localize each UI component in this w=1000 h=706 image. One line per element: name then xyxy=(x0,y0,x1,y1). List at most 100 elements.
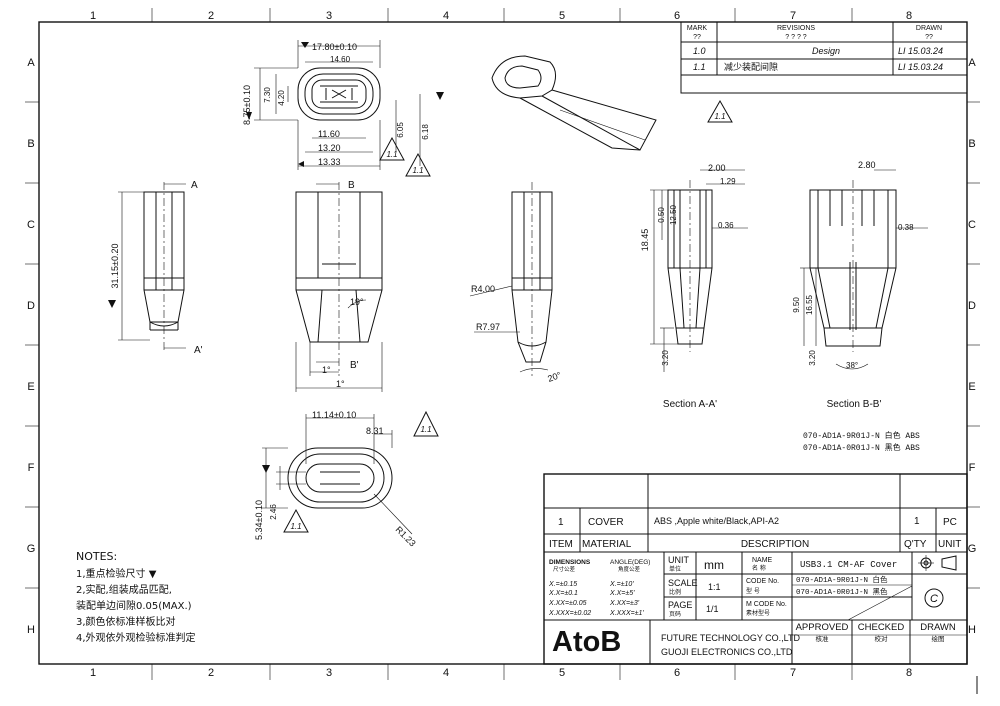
dim-top-w2: 11.60 xyxy=(318,129,340,139)
tol-x: X.=±0.15 xyxy=(548,581,577,588)
row-label-g-r: G xyxy=(968,543,977,555)
angle-label: ANGLE(DEG) xyxy=(610,559,650,566)
col-label-7b: 7 xyxy=(790,667,796,679)
sa-050: 0.50 xyxy=(657,207,666,223)
revision-flag-text: 1.1 xyxy=(714,112,725,121)
dim-bottom-width: 11.14±0.10 xyxy=(312,410,356,420)
dim-bottom-831: 8.31 xyxy=(366,426,384,436)
note-3: 3,颜色依标准样板比对 xyxy=(76,615,176,628)
item-number: 1 xyxy=(558,517,564,528)
atol-xx: X.X=±5' xyxy=(609,590,635,597)
rev-head-mark-sub: ?? xyxy=(693,34,701,41)
code-label: CODE No. xyxy=(746,578,779,585)
rev-head-revisions: REVISIONS xyxy=(777,25,815,32)
col-label-6: 6 xyxy=(674,10,680,22)
approved-label-cn: 核准 xyxy=(816,634,830,643)
front-view: B B' 19° 1° 1° xyxy=(295,180,383,392)
row-label-f-r: F xyxy=(969,462,976,474)
dim-top-h3: 4.20 xyxy=(277,90,286,106)
atol-xxx: X.XX=±3' xyxy=(609,600,640,607)
sb-width: 2.80 xyxy=(858,160,876,170)
section-a: 2.00 1.29 0.36 18.45 0.50 12.50 3.20 Sec… xyxy=(640,163,748,410)
name-label-cn: 名 称 xyxy=(752,564,766,572)
drawn-label-cn: 绘图 xyxy=(932,634,945,643)
unit-value: mm xyxy=(704,558,724,572)
col-label-3: 3 xyxy=(326,10,332,22)
row-label-d: D xyxy=(27,300,35,312)
company-logo: AtoB xyxy=(552,626,621,658)
tol-xxx: X.XX=±0.05 xyxy=(548,600,587,607)
side-view: A A' 31.15±0.20 xyxy=(108,180,203,356)
row-label-b-r: B xyxy=(968,138,975,150)
col-label-7: 7 xyxy=(790,10,796,22)
item-material: ABS ,Apple white/Black,API-A2 xyxy=(654,516,779,526)
row-label-h-r: H xyxy=(968,624,976,636)
section-b-title: Section B-B' xyxy=(827,399,882,410)
sb-1655: 16.55 xyxy=(805,294,814,315)
header-item: ITEM xyxy=(549,539,573,550)
rev-head-mark: MARK xyxy=(687,25,708,32)
code-value-1: 070-AD1A-9R01J-N 白色 xyxy=(796,574,888,585)
sb-950: 9.50 xyxy=(792,297,801,313)
dim-length-total: 31.15±0.20 xyxy=(110,244,120,289)
mcode-label: M CODE No. xyxy=(746,601,787,608)
rev-row1-mark: 1.0 xyxy=(693,46,706,56)
dim-top-d2: 6.18 xyxy=(421,124,430,140)
page-label: PAGE xyxy=(668,600,692,610)
row-label-h: H xyxy=(27,624,35,636)
dimensions-label-cn: 尺寸公差 xyxy=(553,565,576,573)
sa-036: 0.36 xyxy=(718,221,734,230)
note-2b: 装配单边间隙0.05(MAX.) xyxy=(76,599,192,612)
flag-top-a: 1.1 xyxy=(386,150,397,159)
sa-width: 2.00 xyxy=(708,163,726,173)
dim-bottom-h2: 2.46 xyxy=(269,504,278,520)
note-4: 4,外观依外观检验标准判定 xyxy=(76,631,196,644)
col-label-4: 4 xyxy=(443,10,449,22)
dim-angle-1b: 1° xyxy=(336,379,345,389)
header-qty: Q'TY xyxy=(904,539,927,550)
code-value-2: 070-AD1A-0R01J-N 黑色 xyxy=(796,586,888,597)
col-label-1b: 1 xyxy=(90,667,96,679)
flag-bottom-b: 1.1 xyxy=(290,522,301,531)
rev-row1-text: Design xyxy=(812,46,840,56)
revisions-table: MARK ?? REVISIONS ? ? ? ? DRAWN ?? 1.0 D… xyxy=(680,21,968,123)
row-label-e-r: E xyxy=(968,381,975,393)
rev-head-revisions-sub: ? ? ? ? xyxy=(785,34,807,41)
mcode-label-cn: 素材型号 xyxy=(746,609,770,617)
scale-value: 1:1 xyxy=(708,582,721,592)
col-label-4b: 4 xyxy=(443,667,449,679)
sb-320: 3.20 xyxy=(808,350,817,366)
rev-row2-text: 减少装配间隙 xyxy=(724,61,778,73)
tol-xx: X.X=±0.1 xyxy=(548,590,578,597)
section-label-b2: B' xyxy=(350,360,359,371)
notes: NOTES: 1,重点检验尺寸 ▼ 2,实配,组装成品匹配, 装配单边间隙0.0… xyxy=(76,550,196,644)
dim-angle-1a: 1° xyxy=(322,365,331,375)
sb-038: 0.38 xyxy=(898,223,914,232)
dim-top-h2: 7.30 xyxy=(263,87,272,103)
row-label-f: F xyxy=(28,462,35,474)
title-block: 1 COVER ABS ,Apple white/Black,API-A2 1 … xyxy=(543,473,968,665)
col-label-8b: 8 xyxy=(906,667,912,679)
sa-1845: 18.45 xyxy=(640,229,650,252)
dim-r4: R4.00 xyxy=(471,284,495,294)
flag-bottom-a: 1.1 xyxy=(420,425,431,434)
item-unit: PC xyxy=(943,517,957,528)
atol-xxxx: X.XXX=±1' xyxy=(609,610,644,617)
company-name-2: GUOJI ELECTRONICS CO.,LTD xyxy=(661,647,793,657)
rev-head-drawn: DRAWN xyxy=(916,25,942,32)
col-label-2b: 2 xyxy=(208,667,214,679)
header-unit: UNIT xyxy=(938,539,961,550)
section-label-a2: A' xyxy=(194,345,203,356)
projection-symbol-icon xyxy=(918,555,957,571)
item-name: COVER xyxy=(588,517,624,528)
dim-angle-20: 20° xyxy=(546,370,563,384)
dim-angle-19: 19° xyxy=(350,297,364,307)
part-number-black: 070-AD1A-0R01J-N 黑色 ABS xyxy=(803,442,920,453)
side-view-2: R4.00 R7.97 20° xyxy=(469,182,563,384)
row-label-b: B xyxy=(27,138,34,150)
header-description: DESCRIPTION xyxy=(741,539,809,550)
dim-bottom-height: 5.34±0.10 xyxy=(254,500,264,540)
code-label-cn: 型 号 xyxy=(746,587,760,595)
dim-top-height: 8.75±0.10 xyxy=(242,85,252,125)
